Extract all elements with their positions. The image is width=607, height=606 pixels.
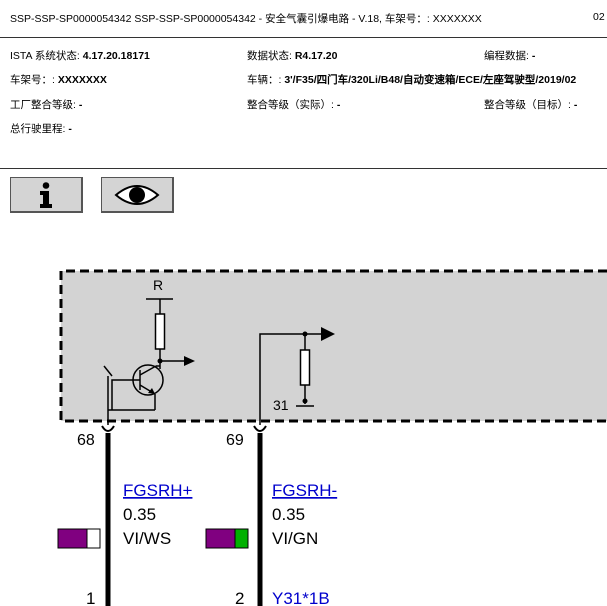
emitter-arrow xyxy=(148,388,155,394)
pin68-label: 68 xyxy=(77,432,95,449)
junction-dot-right xyxy=(302,331,308,337)
wire-left-color-main xyxy=(57,528,88,549)
wire-right-color-code: VI/GN xyxy=(272,529,318,548)
input-arrow xyxy=(321,327,335,341)
factory-integration-level: 工厂整合等级: - xyxy=(10,99,83,111)
wire-left-color-stripe xyxy=(86,528,101,549)
eye-icon xyxy=(114,184,160,205)
pin69-label: 69 xyxy=(226,432,244,449)
output-arrow xyxy=(184,356,195,366)
supply-label: R xyxy=(153,277,163,293)
junction-dot xyxy=(157,358,163,364)
signal-link-fgsrh-plus[interactable]: FGSRH+ xyxy=(123,481,193,500)
info-button[interactable] xyxy=(10,177,83,213)
wire-left-color-code: VI/WS xyxy=(123,529,171,548)
pin69-inner-wire xyxy=(259,333,321,425)
actual-integration-level: 整合等级（实际）: - xyxy=(247,99,341,111)
connector-pin1-label: 1 xyxy=(86,589,95,606)
data-status: 数据状态: R4.17.20 xyxy=(247,50,338,62)
ground-dot xyxy=(302,398,308,404)
ista-status: ISTA 系统状态: 4.17.20.18171 xyxy=(10,50,150,62)
wire-right-size: 0.35 xyxy=(272,505,305,524)
pulldown-resistor xyxy=(299,349,311,386)
connector-link-y31[interactable]: Y31*1B xyxy=(272,589,330,606)
header-divider xyxy=(0,37,607,38)
target-integration-level: 整合等级（目标）: - xyxy=(484,99,578,111)
transistor-emitter xyxy=(139,384,156,395)
control-module-box xyxy=(61,271,607,421)
connector-pin2-label: 2 xyxy=(235,589,244,606)
ground-label: 31 xyxy=(273,397,289,413)
base-wire xyxy=(111,379,140,410)
info-divider xyxy=(0,168,607,169)
eye-button[interactable] xyxy=(101,177,174,213)
pin68-terminal xyxy=(101,425,115,432)
info-icon xyxy=(40,181,52,208)
vehicle: 车辆：: 3'/F35/四门车/320Li/B48/自动变速箱/ECE/左座驾驶… xyxy=(247,74,577,86)
total-mileage: 总行驶里程: - xyxy=(10,123,72,135)
page-number: 02 xyxy=(593,11,605,23)
document-title: SSP-SSP-SP0000054342 SSP-SSP-SP000005434… xyxy=(10,13,482,25)
transistor xyxy=(132,364,164,396)
transistor-collector xyxy=(139,365,157,376)
wire-right-color-main xyxy=(205,528,236,549)
vin: 车架号：: XXXXXXX xyxy=(10,74,107,86)
pin69-terminal xyxy=(253,425,267,432)
wire-left-size: 0.35 xyxy=(123,505,156,524)
control-module-border xyxy=(59,269,607,423)
signal-link-fgsrh-minus[interactable]: FGSRH- xyxy=(272,481,337,500)
pullup-resistor xyxy=(154,313,166,350)
pin68-lead xyxy=(103,365,113,377)
wire-right-color-stripe xyxy=(234,528,249,549)
programming-data: 编程数据: - xyxy=(484,50,536,62)
